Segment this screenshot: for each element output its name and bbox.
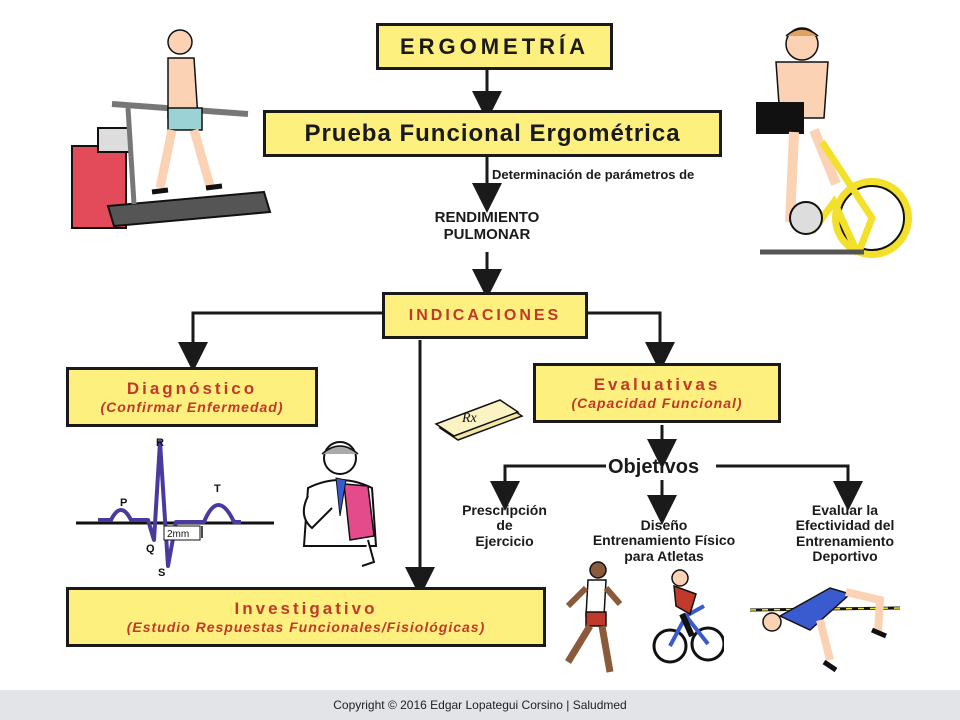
ecg-label-s: S [158,567,165,579]
indicaciones-box: INDICACIONES [382,292,588,339]
determination-text: Determinación de parámetros de [492,167,695,182]
diagnostico-title: Diagnóstico [126,379,258,398]
objetivo-diseno-line-1: Diseño [640,517,688,533]
prescription-icon: Rx [434,399,524,441]
objetivo-prescripcion-line-3: Ejercicio [475,532,534,549]
ecg-label-r: R [156,437,164,449]
copyright-text: Copyright © 2016 Edgar Lopategui Corsino… [333,698,627,712]
rendimiento-label: RENDIMIENTO PULMONAR [416,209,558,243]
ecg-label-t: T [214,483,221,495]
objetivo-diseno: Diseño Entrenamiento Físico para Atletas [582,517,746,564]
objetivo-diseno-line-2: Entrenamiento Físico [592,532,736,549]
ecg-illustration: R P T Q S 2mm [76,437,274,579]
arrow-to-diagnostico [178,311,382,372]
arrow-to-evaluar [716,464,863,511]
objetivo-evaluar-line-3: Entrenamiento [795,532,894,549]
subtitle-box: Prueba Funcional Ergométrica [263,110,722,157]
arrow-to-evaluativas [588,311,675,372]
investigativo-sub: (Estudio Respuestas Funcionales/Fisiológ… [126,619,486,635]
title-text: ERGOMETRÍA [399,33,590,59]
objetivo-prescripcion-line-2: de [496,517,513,534]
patient-chest-pain-icon [302,441,378,567]
ecg-label-p: P [120,497,127,509]
diagnostico-sub: (Confirmar Enfermedad) [100,399,284,415]
rx-symbol: Rx [461,411,478,426]
rendimiento-line-2: PULMONAR [443,225,531,243]
subtitle-text: Prueba Funcional Ergométrica [304,119,681,147]
cyclist-athlete-icon [652,569,724,664]
high-jumper-icon [750,587,900,673]
objetivo-prescripcion-line-1: Prescripción [462,502,547,518]
objetivo-evaluar-line-1: Evaluar la [811,502,879,518]
title-box: ERGOMETRÍA [376,23,613,70]
evaluativas-title: Evaluativas [593,375,721,394]
rendimiento-line-1: RENDIMIENTO [434,209,540,226]
objetivo-evaluar-line-2: Efectividad del [795,517,895,534]
objetivo-evaluar-line-4: Deportivo [812,548,878,565]
investigativo-box: Investigativo (Estudio Respuestas Funcio… [66,587,546,647]
diagnostico-box: Diagnóstico (Confirmar Enfermedad) [66,367,318,427]
ecg-label-q: Q [146,543,155,555]
treadmill-runner-icon [71,29,272,229]
runner-athlete-icon [565,561,623,673]
objetivo-diseno-line-3: para Atletas [624,547,704,564]
objetivos-label: Objetivos [608,456,700,478]
stationary-bike-icon [756,27,912,258]
copyright-footer: Copyright © 2016 Edgar Lopategui Corsino… [0,690,960,720]
evaluativas-box: Evaluativas (Capacidad Funcional) [533,363,781,423]
investigativo-title: Investigativo [234,599,378,618]
objetivo-evaluar: Evaluar la Efectividad del Entrenamiento… [780,502,910,565]
evaluativas-sub: (Capacidad Funcional) [571,395,743,411]
ecg-scale-label: 2mm [167,529,189,540]
arrow-to-prescripcion [490,464,606,511]
objetivo-prescripcion: Prescripción de Ejercicio [442,502,567,549]
indicaciones-text: INDICACIONES [408,306,562,324]
